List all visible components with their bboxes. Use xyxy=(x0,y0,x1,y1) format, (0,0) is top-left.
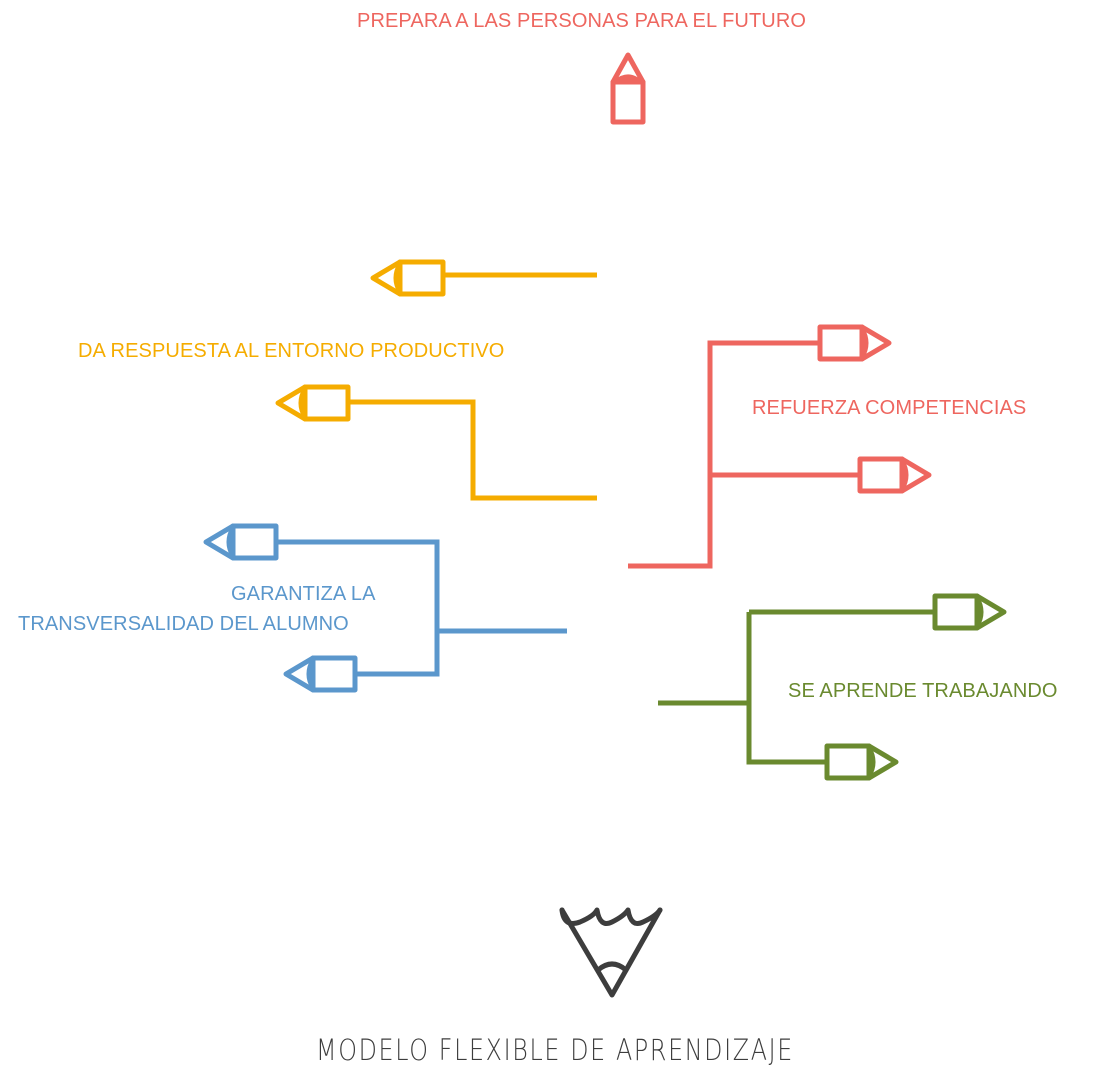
blue-branches xyxy=(276,539,567,677)
green-branches xyxy=(658,609,935,765)
label-prepara: PREPARA A LAS PERSONAS PARA EL FUTURO xyxy=(357,10,807,32)
crayon-icon-yellow-2 xyxy=(275,384,351,422)
label-da-respuesta: DA RESPUESTA AL ENTORNO PRODUCTIVO xyxy=(78,340,505,362)
crayon-icon-green-1 xyxy=(932,593,1007,631)
crayon-icon-red-1 xyxy=(817,324,892,362)
diagram-title: MODELO FLEXIBLE DE APRENDIZAJE xyxy=(316,1033,794,1067)
crayon-icon-blue-1 xyxy=(203,523,279,561)
yellow-branches xyxy=(348,272,597,501)
label-refuerza: REFUERZA COMPETENCIAS xyxy=(752,397,1027,419)
red-branches xyxy=(628,340,860,569)
crayon-icon-top xyxy=(610,52,646,125)
crayon-icon-red-2 xyxy=(857,456,932,494)
label-garantiza-line1: GARANTIZA LA xyxy=(231,583,376,605)
crayon-icon-yellow-1 xyxy=(370,259,446,297)
crayon-icon-blue-2 xyxy=(283,655,358,693)
label-garantiza-line2: TRANSVERSALIDAD DEL ALUMNO xyxy=(18,613,349,635)
pencil-icon xyxy=(559,907,663,998)
label-se-aprende: SE APRENDE TRABAJANDO xyxy=(788,680,1058,702)
crayon-icon-green-2 xyxy=(824,743,899,781)
